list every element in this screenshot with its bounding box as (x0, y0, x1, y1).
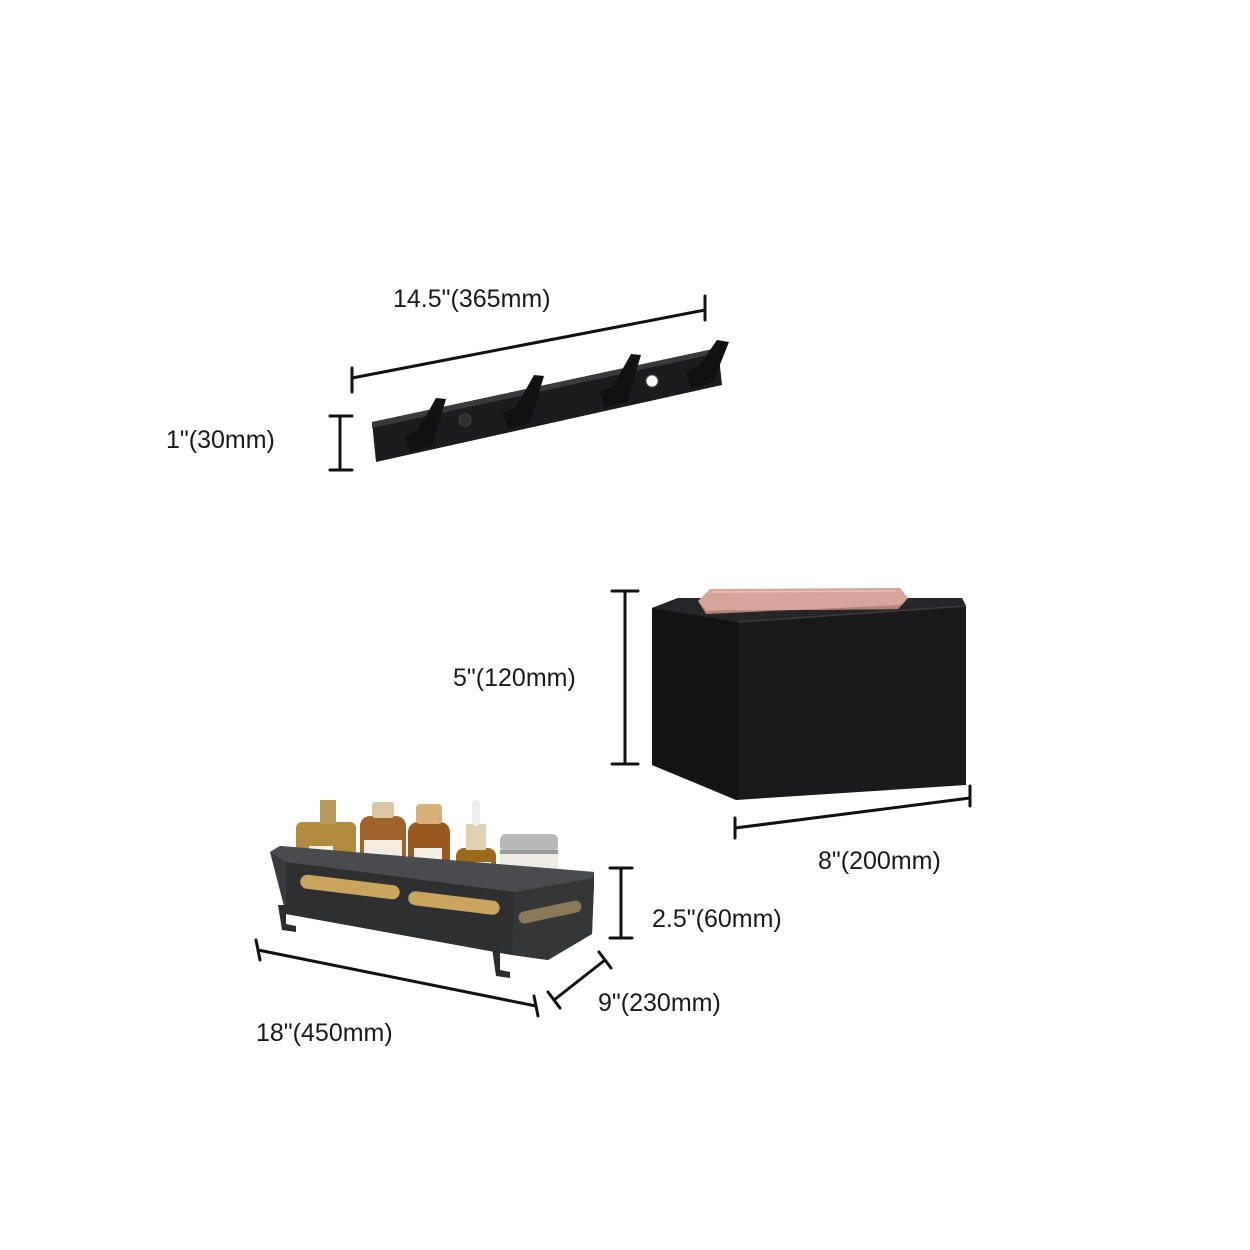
hook-rail-length-label: 14.5"(365mm) (393, 285, 551, 313)
shelf-height-line (608, 866, 634, 940)
box-height-label: 5"(120mm) (453, 664, 576, 692)
box-width-label: 8"(200mm) (818, 847, 941, 875)
shelf-depth-line (546, 950, 613, 1010)
phone-icon (698, 588, 908, 614)
shelf-height-label: 2.5"(60mm) (652, 905, 782, 933)
hook-rail-height-label: 1"(30mm) (166, 426, 275, 454)
shelf-depth-label: 9"(230mm) (598, 989, 721, 1017)
shelf-length-line (254, 938, 540, 1018)
hook-rail (372, 340, 729, 462)
box-width-line (733, 784, 972, 840)
shelf-length-label: 18"(450mm) (256, 1019, 393, 1047)
box-height-line (610, 589, 640, 766)
hook-rail-length-line (350, 294, 707, 394)
shelf-basket (270, 800, 594, 978)
hook-rail-height-line (328, 414, 354, 472)
storage-box (652, 588, 967, 800)
